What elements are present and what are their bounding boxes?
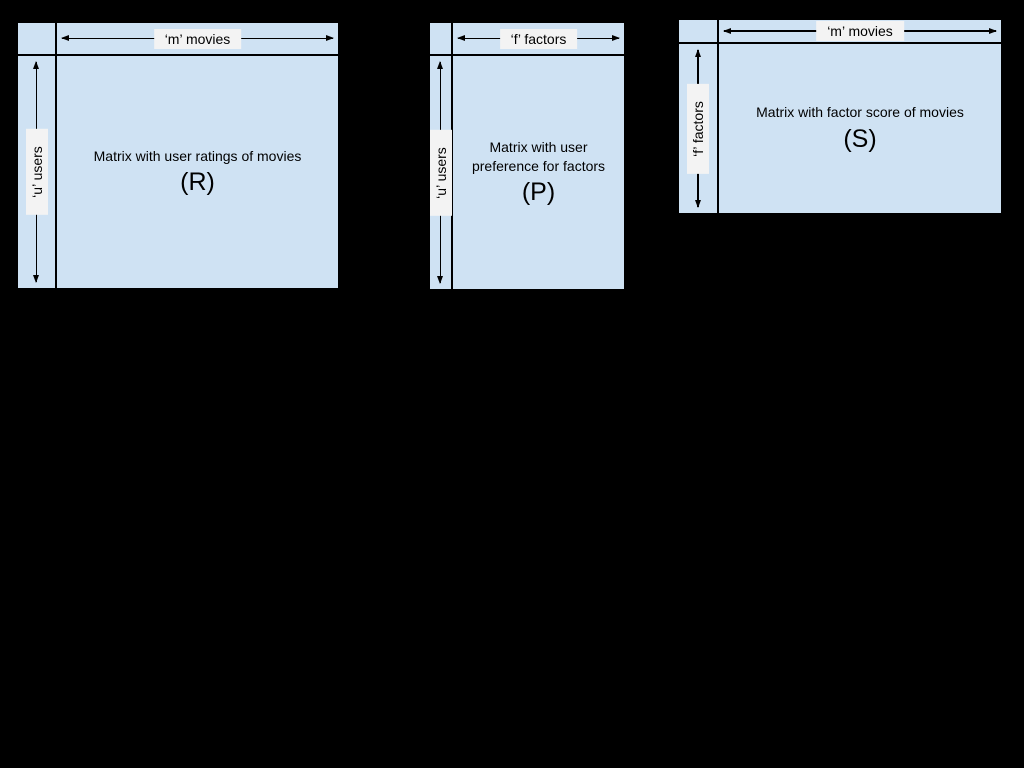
matrix-s-column-header: ‘m’ movies xyxy=(719,20,1001,44)
matrix-symbol: (R) xyxy=(180,168,215,197)
matrix-description: Matrix with factor score of movies xyxy=(756,104,964,121)
matrix-r: ‘m’ movies ‘u’ users Matrix with user ra… xyxy=(18,23,338,288)
matrix-s: ‘m’ movies ‘f’ factors Matrix with facto… xyxy=(679,20,1001,213)
matrix-symbol: (P) xyxy=(521,177,556,206)
matrix-description: Matrix with user preference for factors xyxy=(471,139,606,174)
matrix-p-corner-cell xyxy=(430,23,453,56)
matrix-p-body: Matrix with user preference for factors … xyxy=(453,56,624,289)
matrix-r-column-header: ‘m’ movies xyxy=(57,23,338,56)
column-dimension-label: ‘m’ movies xyxy=(816,21,904,41)
matrix-p: ‘f’ factors ‘u’ users Matrix with user p… xyxy=(429,23,624,289)
row-dimension-label: ‘f’ factors xyxy=(687,83,709,174)
column-dimension-label: ‘f’ factors xyxy=(499,28,578,49)
matrix-r-body: Matrix with user ratings of movies (R) xyxy=(57,56,338,288)
matrix-p-row-header: ‘u’ users xyxy=(429,56,453,289)
row-dimension-label: ‘u’ users xyxy=(429,129,452,216)
matrix-r-corner-cell xyxy=(18,23,57,56)
matrix-symbol: (S) xyxy=(843,124,877,153)
row-dimension-label: ‘u’ users xyxy=(25,129,48,215)
matrix-description: Matrix with user ratings of movies xyxy=(93,147,302,164)
matrix-p-column-header: ‘f’ factors xyxy=(453,23,624,56)
matrix-s-corner-cell xyxy=(679,20,719,44)
matrix-s-row-header: ‘f’ factors xyxy=(679,44,719,213)
matrix-s-body: Matrix with factor score of movies (S) xyxy=(719,44,1001,213)
column-dimension-label: ‘m’ movies xyxy=(153,28,242,49)
matrix-r-row-header: ‘u’ users xyxy=(18,56,57,288)
